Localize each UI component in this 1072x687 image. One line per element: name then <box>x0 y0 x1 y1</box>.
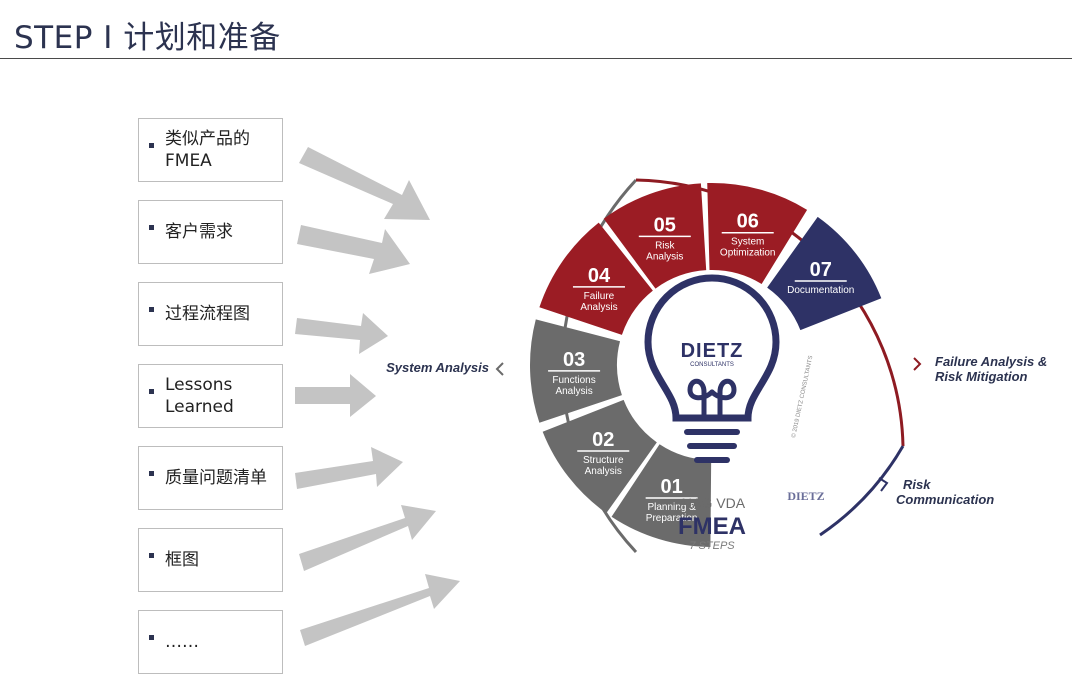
segment-06 <box>707 183 808 284</box>
brand-name: DIETZ <box>681 340 744 362</box>
segment-number: 01 <box>661 476 683 498</box>
bullet-icon <box>149 389 154 394</box>
segment-label: System <box>731 237 764 248</box>
bracket-tick-failure <box>913 357 922 371</box>
input-label: 框图 <box>165 550 199 570</box>
arrow-2 <box>297 225 410 274</box>
label-failure-line1: Failure Analysis & <box>935 354 1047 369</box>
bullet-icon <box>149 553 154 558</box>
segment-label: Analysis <box>580 302 617 313</box>
bullet-icon <box>149 471 154 476</box>
label-risk-line1: Risk <box>903 477 931 492</box>
brand-sub: CONSULTANTS <box>690 362 734 368</box>
segment-number: 06 <box>737 211 759 233</box>
label-failure-line2: Risk Mitigation <box>935 369 1028 384</box>
input-label: 质量问题清单 <box>165 468 267 488</box>
arrow-6 <box>299 505 436 571</box>
segment-number: 07 <box>810 259 832 281</box>
bullet-icon <box>149 307 154 312</box>
outer-bracket-navy <box>819 445 905 537</box>
segment-label: Structure <box>583 455 624 466</box>
label-system-analysis: System Analysis <box>386 360 489 375</box>
segment-number: 03 <box>563 349 585 371</box>
input-box-process-flow: 过程流程图 <box>138 282 283 346</box>
bracket-tick-system <box>495 362 504 376</box>
arrow-3 <box>295 313 388 354</box>
segment-label: Analysis <box>646 251 683 262</box>
segment-label: Documentation <box>787 285 854 296</box>
center-title-line2: FMEA <box>678 513 746 540</box>
bullet-icon <box>149 143 154 148</box>
center-title-line3: 7 STEPS <box>689 540 735 552</box>
input-label: …… <box>165 632 199 652</box>
segment-label: Analysis <box>555 386 592 397</box>
bullet-icon <box>149 635 154 640</box>
arrow-5 <box>295 447 403 489</box>
arrow-7 <box>300 574 460 646</box>
segment-label: Analysis <box>585 466 622 477</box>
input-box-etc: …… <box>138 610 283 674</box>
arrow-1 <box>299 147 430 220</box>
copyright-text: © 2019 DIETZ CONSULTANTS <box>790 355 814 439</box>
center-title-line1: AIAG VDA <box>679 495 746 511</box>
segment-number: 04 <box>588 265 611 287</box>
segment-label: Functions <box>552 375 595 386</box>
page-title: STEP Ⅰ 计划和准备 <box>14 20 281 56</box>
segment-label: Planning & <box>647 502 696 513</box>
bracket-tick-risk <box>878 477 889 492</box>
input-box-quality-issues: 质量问题清单 <box>138 446 283 510</box>
segment-label: Optimization <box>720 248 776 259</box>
segment-01 <box>611 444 712 547</box>
segment-02 <box>542 399 657 514</box>
segment-label: Risk <box>655 240 675 251</box>
input-label: 过程流程图 <box>165 304 250 324</box>
watermark-text: DIETZ <box>787 489 824 503</box>
segment-07 <box>767 216 882 331</box>
label-risk-line2: Communication <box>896 492 994 507</box>
arrow-4 <box>295 374 376 417</box>
input-box-customer-requirements: 客户需求 <box>138 200 283 264</box>
input-box-block-diagram: 框图 <box>138 528 283 592</box>
input-label: 客户需求 <box>165 222 233 242</box>
segment-label: Preparation <box>646 513 698 524</box>
segment-04 <box>539 222 653 335</box>
segment-number: 02 <box>592 429 614 451</box>
input-arrows <box>295 147 460 646</box>
segment-number: 05 <box>654 214 676 236</box>
title-divider <box>0 58 1072 59</box>
bullet-icon <box>149 225 154 230</box>
segment-label: Failure <box>584 291 615 302</box>
lightbulb-icon <box>644 274 780 463</box>
